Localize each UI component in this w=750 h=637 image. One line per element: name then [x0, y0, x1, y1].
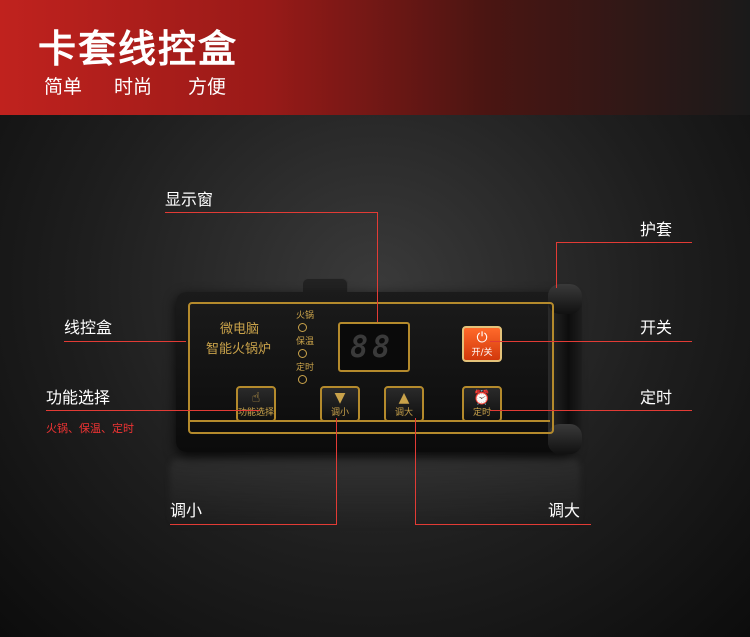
led-warm-indicator [298, 349, 307, 358]
led-warm: 保温 [296, 334, 314, 359]
power-button-label: 开/关 [471, 348, 493, 358]
callout-function-options: 火锅、保温、定时 [46, 422, 134, 435]
led-warm-label: 保温 [296, 337, 315, 347]
leader-decrease-h [170, 524, 337, 525]
controller-device [176, 292, 574, 452]
gold-inner-line [188, 420, 550, 422]
leader-wired-box [64, 341, 186, 342]
banner-title: 卡套线控盒 [38, 27, 239, 71]
callout-decrease: 调小 [170, 501, 203, 520]
callout-function-select: 功能选择 [46, 388, 111, 407]
banner-subtitle-stylish: 时尚 [114, 76, 153, 98]
leader-function-select [46, 410, 260, 411]
display-digits: 88 [350, 330, 395, 365]
function-select-label: 功能选择 [238, 408, 275, 418]
function-select-button[interactable]: ☝ 功能选择 [236, 386, 276, 422]
callout-on-off: 开关 [640, 318, 673, 337]
leader-sleeve-v [556, 242, 557, 288]
banner-subtitle-simple: 简单 [44, 76, 83, 98]
leader-timer [490, 410, 692, 411]
led-hotpot-indicator [298, 323, 307, 332]
chevron-up-icon: ▲ [398, 390, 410, 406]
leader-increase-v [415, 418, 416, 524]
device-reflection [170, 458, 580, 528]
callout-timer: 定时 [640, 388, 673, 407]
leader-decrease-v [336, 418, 337, 524]
brand-line-1: 微电脑 [220, 322, 260, 337]
callout-increase: 调大 [548, 501, 581, 520]
power-button[interactable]: ⏻ 开/关 [462, 326, 502, 362]
leader-sleeve-h [556, 242, 692, 243]
banner-subtitle-convenient: 方便 [188, 76, 227, 98]
hand-icon: ☝ [251, 390, 261, 406]
callout-sleeve: 护套 [640, 220, 673, 239]
timer-button-label: 定时 [472, 408, 491, 418]
gold-frame [188, 302, 554, 434]
power-icon: ⏻ [476, 330, 488, 346]
increase-button[interactable]: ▲ 调大 [384, 386, 424, 422]
brand-line-2: 智能火锅炉 [206, 342, 272, 357]
callout-wired-box: 线控盒 [64, 318, 113, 337]
display-window: 88 [338, 322, 410, 372]
led-timer: 定时 [296, 360, 314, 385]
callout-display-window: 显示窗 [165, 190, 214, 209]
led-hotpot: 火锅 [296, 308, 314, 333]
led-hotpot-label: 火锅 [296, 311, 315, 321]
led-timer-label: 定时 [296, 363, 315, 373]
decrease-label: 调小 [330, 408, 349, 418]
leader-on-off [490, 341, 692, 342]
leader-display-v [377, 212, 378, 322]
increase-label: 调大 [394, 408, 413, 418]
leader-increase-h [415, 524, 591, 525]
header-banner: 卡套线控盒 简单 时尚 方便 [0, 0, 750, 115]
led-timer-indicator [298, 375, 307, 384]
chevron-down-icon: ▼ [334, 390, 346, 406]
decrease-button[interactable]: ▼ 调小 [320, 386, 360, 422]
timer-button[interactable]: ⏰ 定时 [462, 386, 502, 422]
leader-display-h [165, 212, 377, 213]
alarm-clock-icon: ⏰ [473, 390, 491, 406]
